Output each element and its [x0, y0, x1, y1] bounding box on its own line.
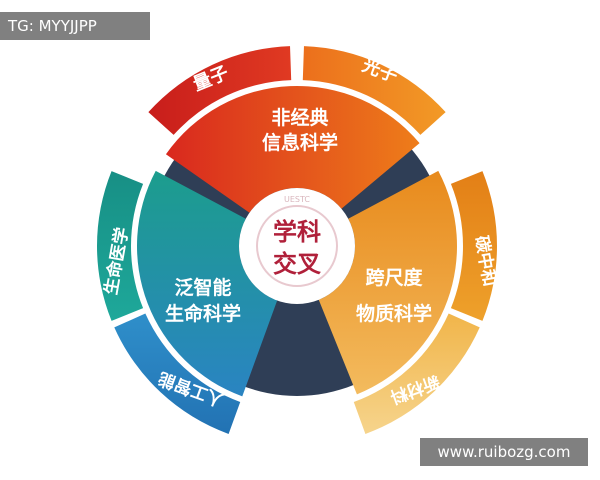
outer-segment-photon — [302, 46, 446, 135]
watermark-top: TG: MYYJJPP — [0, 12, 150, 40]
sector-info-science — [165, 85, 420, 213]
outer-segment-ai — [114, 313, 241, 434]
center-line2: 交叉 — [273, 250, 322, 278]
sector-top-line2: 信息科学 — [262, 131, 338, 154]
sector-right-line1: 跨尺度 — [365, 266, 423, 289]
center-seal-ring — [256, 205, 338, 287]
center-circle — [239, 188, 355, 304]
sector-right-line2: 物质科学 — [356, 302, 432, 325]
sector-left-line2: 生命科学 — [165, 302, 241, 325]
center-line1: 学科 — [273, 218, 321, 246]
outer-segment-new-materials — [353, 313, 480, 434]
outer-segment-quantum — [148, 46, 292, 135]
sector-left-line1: 泛智能 — [174, 276, 231, 299]
sector-life-science — [136, 170, 278, 397]
sector-top-line1: 非经典 — [271, 106, 328, 129]
outer-segment-life-medicine — [96, 171, 144, 321]
center-seal-text: UESTC — [284, 195, 310, 204]
watermark-bottom: www.ruibozg.com — [420, 438, 588, 466]
outer-segment-carbon-neutral — [450, 171, 497, 321]
sector-matter-science — [318, 170, 457, 395]
